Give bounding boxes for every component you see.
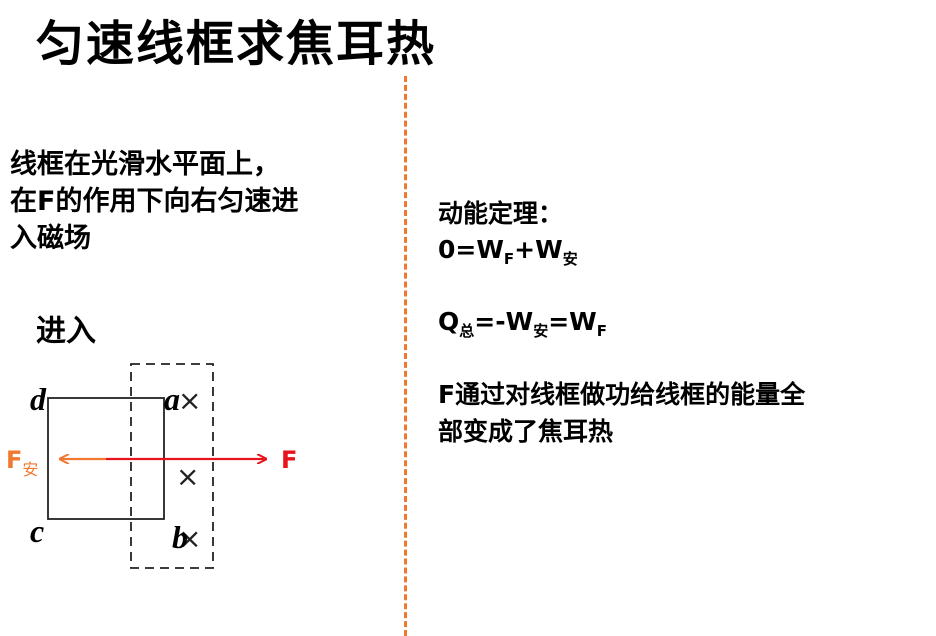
corner-label-a: a bbox=[164, 381, 180, 417]
ampere-force-sub: 安 bbox=[22, 460, 38, 479]
description-line-1: 线框在光滑水平面上， bbox=[10, 149, 280, 180]
stage-label: 进入 bbox=[36, 314, 96, 349]
eq1-plus: +W bbox=[514, 235, 563, 264]
eq2-sub-an: 安 bbox=[533, 322, 549, 340]
field-cross-mark: × bbox=[178, 384, 201, 417]
eq2-sub-total: 总 bbox=[459, 322, 475, 340]
corner-label-d: d bbox=[30, 381, 47, 417]
magnetic-field-region bbox=[130, 363, 214, 569]
conclusion-line-2: 部变成了焦耳热 bbox=[438, 417, 614, 446]
eq2-sub-f: F bbox=[596, 322, 607, 340]
conclusion: F通过对线框做功给线框的能量全 部变成了焦耳热 bbox=[438, 376, 918, 450]
applied-force-label: F bbox=[281, 446, 297, 474]
description-line-3: 入磁场 bbox=[10, 223, 91, 254]
slide-title: 匀速线框求焦耳热 bbox=[36, 16, 437, 72]
eq1-sub-f: F bbox=[503, 250, 515, 268]
description-line-2: 在F的作用下向右匀速进 bbox=[10, 186, 299, 217]
ampere-force-main: F bbox=[6, 446, 22, 474]
eq2-q: Q bbox=[438, 307, 460, 336]
ampere-force-label: F安 bbox=[6, 446, 38, 479]
field-cross-mark: × bbox=[178, 522, 201, 555]
energy-analysis: 动能定理： 0=WF+W安 Q总=-W安=WF F通过对线框做功给线框的能量全 … bbox=[438, 196, 918, 450]
corner-label-b: b bbox=[172, 519, 188, 555]
wire-frame-diagram: × × × d a c b F F安 bbox=[6, 363, 297, 569]
equation-heat: Q总=-W安=WF bbox=[438, 304, 918, 340]
eq2-eq: =W bbox=[548, 307, 597, 336]
theorem-label: 动能定理： bbox=[438, 199, 564, 228]
eq1-lhs: 0=W bbox=[438, 235, 504, 264]
eq1-sub-an: 安 bbox=[562, 250, 578, 268]
dashed-divider bbox=[404, 76, 407, 636]
corner-label-c: c bbox=[30, 513, 44, 549]
eq2-mid: =-W bbox=[474, 307, 534, 336]
conclusion-line-1: F通过对线框做功给线框的能量全 bbox=[438, 380, 806, 409]
problem-description: 线框在光滑水平面上， 在F的作用下向右匀速进 入磁场 bbox=[10, 146, 390, 257]
equation-work: 0=WF+W安 bbox=[438, 232, 918, 268]
field-cross-mark: × bbox=[176, 460, 199, 493]
